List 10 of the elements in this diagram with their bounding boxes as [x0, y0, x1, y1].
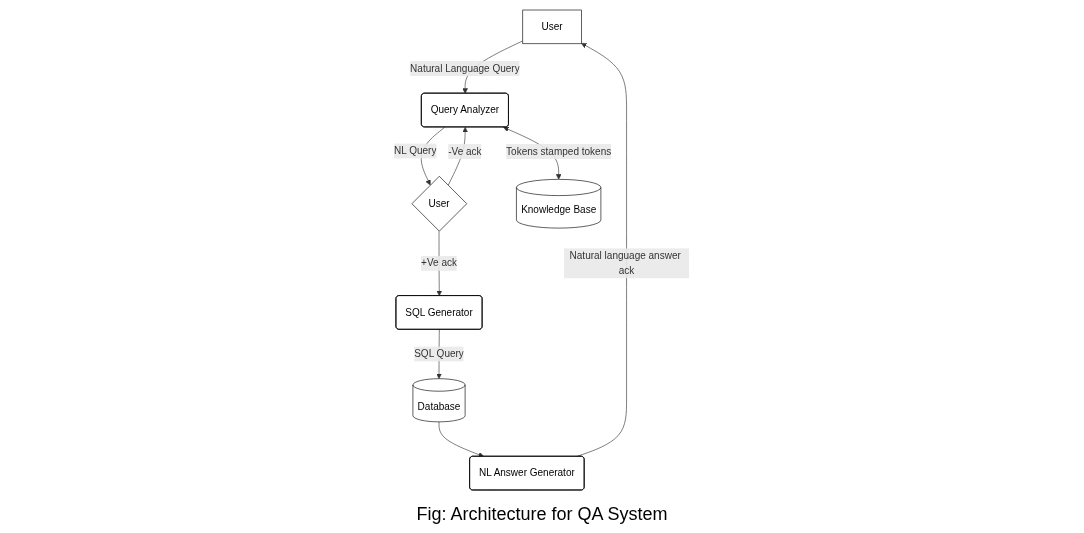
node-diamond: User — [412, 175, 468, 232]
edge-label: Tokens stamped tokens — [506, 145, 612, 157]
edge-label: SQL Query — [414, 348, 465, 359]
edge-label: Natural Language Query — [410, 62, 521, 74]
edge-label: Natural language answer ack — [570, 250, 682, 276]
edge-label: NL Query — [394, 145, 437, 157]
edge-label: +Ve ack — [421, 257, 458, 269]
caption: Fig: Architecture for QA System — [416, 504, 668, 525]
node-box: User — [522, 9, 583, 45]
edge-label: -Ve ack — [448, 145, 483, 157]
